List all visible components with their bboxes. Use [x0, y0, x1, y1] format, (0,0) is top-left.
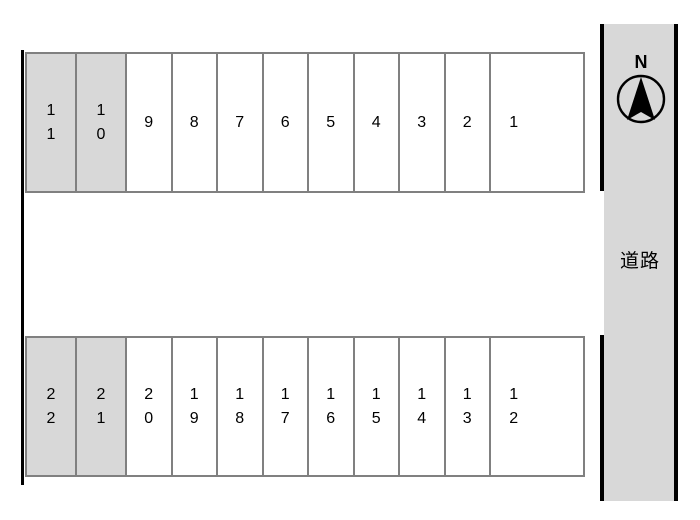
- road-edge-right: [674, 24, 678, 501]
- stall-number-digit: 0: [144, 409, 154, 427]
- parking-stall[interactable]: 4: [354, 54, 400, 191]
- parking-stall[interactable]: 7: [218, 54, 264, 191]
- stall-number-digit: 1: [46, 102, 56, 120]
- stall-number-digit: 1: [462, 386, 472, 404]
- stall-number-digit: 9: [189, 409, 199, 427]
- stall-number-digit: 7: [235, 113, 245, 131]
- parking-stall[interactable]: 1: [491, 54, 537, 191]
- stall-number-digit: 1: [417, 386, 427, 404]
- stall-number-digit: 1: [509, 113, 519, 131]
- stall-number-digit: 3: [462, 409, 472, 427]
- stall-number-digit: 1: [96, 102, 106, 120]
- stall-number-digit: 1: [235, 386, 245, 404]
- stall-number-digit: 1: [326, 386, 336, 404]
- parking-stall[interactable]: 3: [400, 54, 446, 191]
- stall-number-digit: 1: [280, 386, 290, 404]
- stall-number-digit: 2: [96, 386, 106, 404]
- stall-number-digit: 1: [371, 386, 381, 404]
- parking-stall[interactable]: 8: [172, 54, 218, 191]
- north-arrow-icon: [616, 74, 666, 124]
- stall-number-digit: 2: [144, 386, 154, 404]
- stall-number-digit: 5: [326, 113, 336, 131]
- stall-number-digit: 1: [96, 409, 106, 427]
- stall-number-digit: 2: [46, 409, 56, 427]
- road-edge-left-lower: [600, 335, 604, 501]
- left-boundary-wall: [21, 50, 24, 485]
- stall-number-digit: 0: [96, 125, 106, 143]
- stall-number-digit: 6: [326, 409, 336, 427]
- stall-number-digit: 1: [509, 386, 519, 404]
- parking-stall[interactable]: 5: [309, 54, 355, 191]
- parking-stall[interactable]: 9: [127, 54, 173, 191]
- compass-north-letter: N: [634, 52, 648, 72]
- stall-number-digit: 6: [280, 113, 290, 131]
- stall-number-digit: 3: [417, 113, 427, 131]
- stall-number-digit: 9: [144, 113, 154, 131]
- stall-number-digit: 2: [462, 113, 472, 131]
- stall-number-digit: 1: [189, 386, 199, 404]
- stall-number-digit: 4: [371, 113, 381, 131]
- stall-number-digit: 8: [189, 113, 199, 131]
- stall-number-digit: 4: [417, 409, 427, 427]
- stall-number-digit: 8: [235, 409, 245, 427]
- compass-rose-group: N: [606, 52, 676, 164]
- stall-number-digit: 7: [280, 409, 290, 427]
- stall-number-digit: 2: [509, 409, 519, 427]
- road-edge-left-upper: [600, 24, 604, 191]
- parking-stall[interactable]: 6: [263, 54, 309, 191]
- stall-number-digit: 1: [46, 125, 56, 143]
- road-label: 道路: [619, 251, 660, 272]
- stall-number-digit: 5: [371, 409, 381, 427]
- stall-number-digit: 2: [46, 386, 56, 404]
- parking-stall[interactable]: 2: [445, 54, 491, 191]
